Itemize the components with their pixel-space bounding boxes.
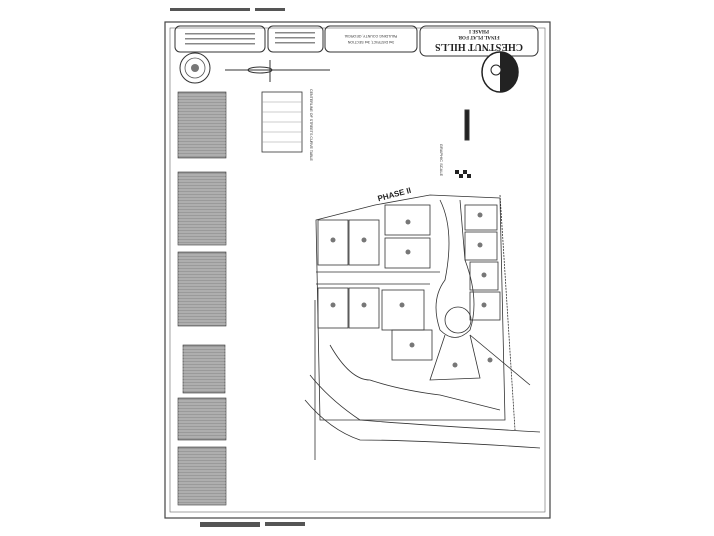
table-3: [177, 251, 227, 327]
north-arrow-icon: [225, 60, 470, 141]
sheet-inner-border: [169, 27, 546, 513]
county-text: PAULDING COUNTY, GEORGIA: [344, 34, 397, 38]
company-logo: [481, 51, 519, 93]
title-block: CHESTNUT HILLS FINAL PLAT FOR PHASE I 3r…: [174, 25, 539, 57]
table-2: [177, 171, 227, 246]
table-6: [177, 446, 227, 506]
district-text: 3rd DISTRICT, 3rd SECTION: [347, 40, 394, 44]
sheet-border: [164, 21, 551, 519]
curve-table-title: CENTERLINE OF STREETS CURVE TABLE: [309, 89, 313, 161]
graphic-scale-label: GRAPHIC SCALE: [439, 144, 444, 177]
plat-subtitle: FINAL PLAT FOR: [458, 34, 500, 39]
curve-table: CENTERLINE OF STREETS CURVE TABLE: [261, 89, 313, 162]
graphic-scale: GRAPHIC SCALE: [439, 144, 471, 178]
lot-markers: [330, 212, 493, 368]
plat-phase: PHASE I: [469, 28, 489, 33]
plat-title: CHESTNUT HILLS: [435, 41, 523, 52]
scan-marks: [170, 8, 305, 527]
surveyor-seal-icon: [179, 52, 211, 84]
table-rules: [178, 94, 226, 505]
plat-drawing: [304, 194, 541, 460]
